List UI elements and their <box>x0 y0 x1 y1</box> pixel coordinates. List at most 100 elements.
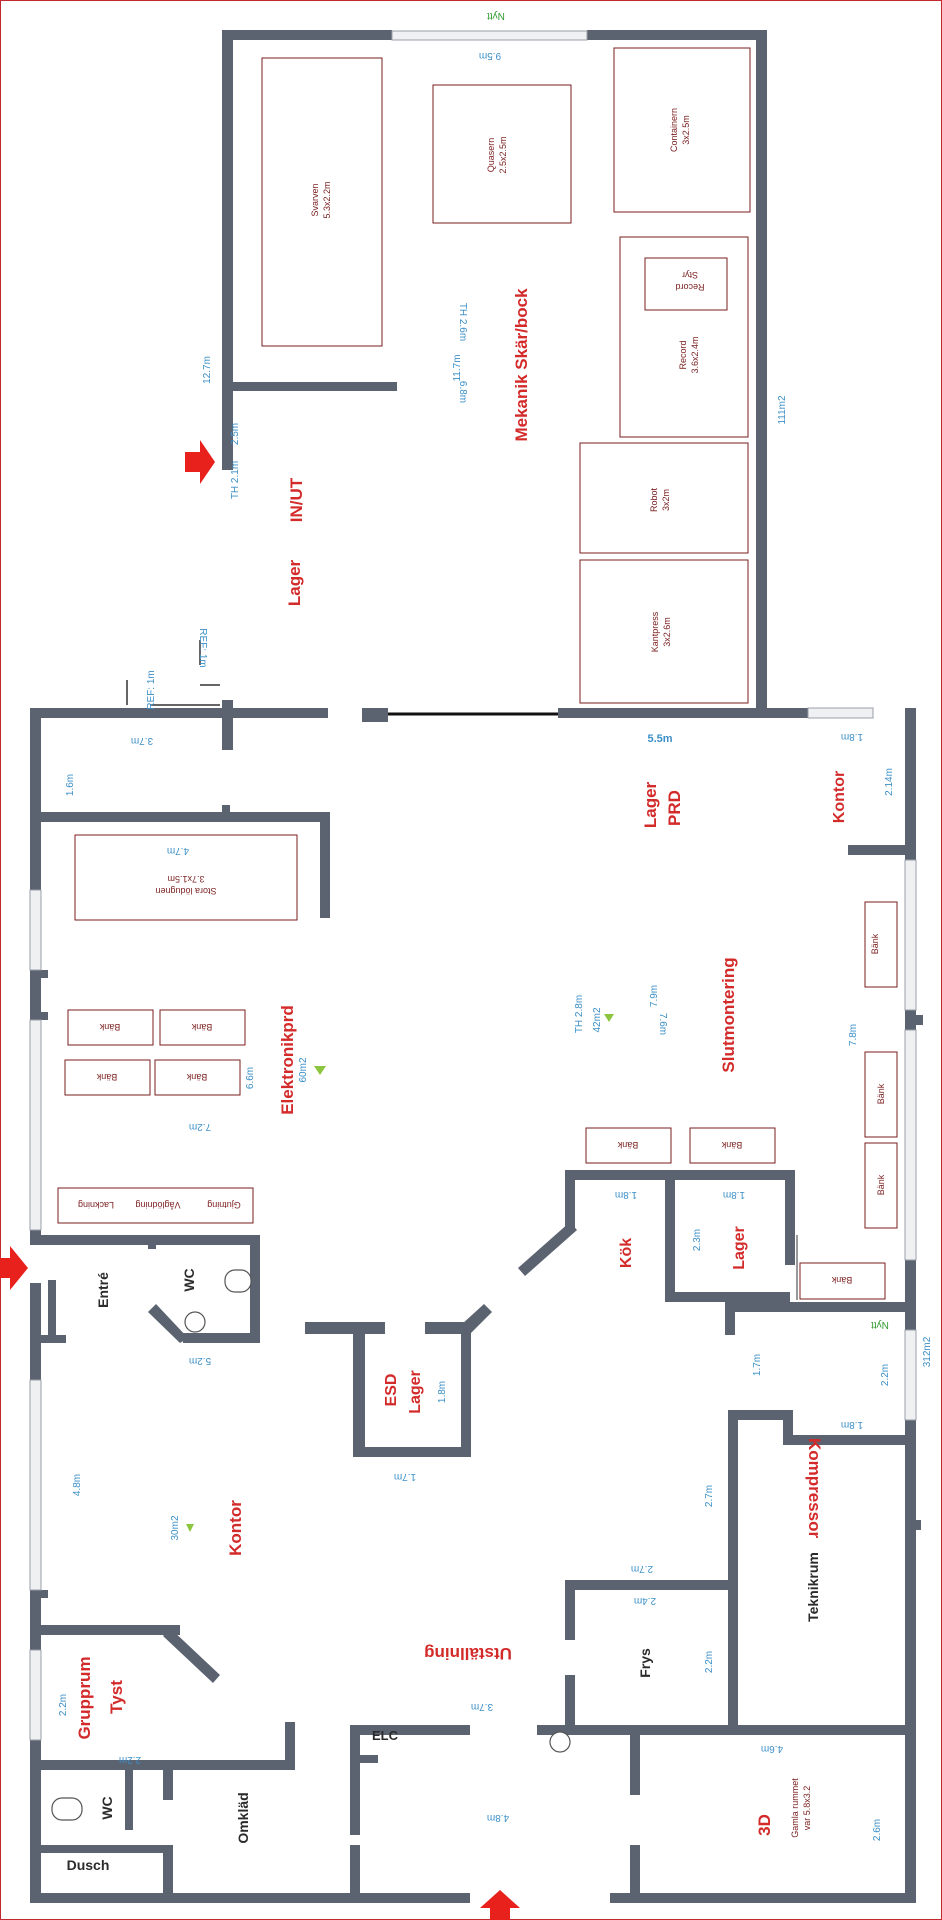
room-label-utstallning: Utställning <box>424 1644 512 1663</box>
bank-label: Bänk <box>876 1083 886 1104</box>
wall <box>148 1235 156 1249</box>
bank-label: Bänk <box>876 1174 886 1195</box>
wall <box>630 1725 640 1745</box>
room-label-in-ut: IN/UT <box>287 477 306 522</box>
room-label-omklad: Omkläd <box>235 1792 251 1843</box>
entrance-gap <box>470 1893 610 1903</box>
wall <box>565 1580 575 1640</box>
wall <box>30 1335 48 1343</box>
room-label-tyst: Tyst <box>107 1680 126 1714</box>
wall <box>125 1760 133 1830</box>
kantpress-label: Kantpress <box>650 611 660 652</box>
wall <box>587 30 767 40</box>
bank-outline <box>67 1009 154 1046</box>
wall <box>905 1520 921 1530</box>
record-label: Record <box>678 340 688 369</box>
room-label-esd-lager: Lager <box>407 1370 424 1414</box>
wall <box>30 708 41 1903</box>
sink-icon <box>184 1311 206 1333</box>
bank-outline <box>799 1262 886 1300</box>
wall <box>222 382 397 391</box>
record-styr-outline <box>644 257 728 311</box>
measure-label: 2.2m <box>704 1651 715 1673</box>
measure-label: 4.8m <box>487 1812 509 1823</box>
measure-label: 2.2m <box>880 1364 891 1386</box>
measure-label: TH 2.8m <box>574 995 585 1033</box>
wall <box>353 1447 471 1457</box>
sliding-door-post <box>362 708 388 722</box>
wall <box>163 1845 173 1903</box>
measure-label: 2.2m <box>58 1694 69 1716</box>
measure-label: 4.7m <box>167 845 189 856</box>
measure-label: 1.8m <box>841 1419 863 1430</box>
wall <box>905 708 916 1903</box>
bank-label: Bänk <box>831 1275 852 1285</box>
note-nytt-mid: Nytt <box>871 1319 889 1330</box>
wall <box>783 1435 905 1445</box>
containern-size: 3x2.5m <box>681 115 691 145</box>
lodugnen-size: 3.7x1.5m <box>167 874 204 884</box>
wall <box>537 1725 913 1735</box>
measure-label: 30m2 <box>170 1515 181 1540</box>
wall <box>353 1322 365 1457</box>
window <box>29 1019 42 1231</box>
measure-label: TH 2.6m <box>457 303 468 341</box>
bank-outline <box>159 1009 246 1046</box>
wall <box>565 1170 575 1230</box>
measure-label: 2.7m <box>631 1563 653 1574</box>
measure-label: 6.6m <box>245 1067 256 1089</box>
room-label-lager-prd-2: PRD <box>665 790 684 826</box>
measure-label: 1.8m <box>723 1189 745 1200</box>
wall <box>48 1335 66 1343</box>
measure-label: 3.7m <box>471 1701 493 1712</box>
bank-label: Bänk <box>870 933 880 954</box>
lackning-label: Lackning <box>78 1200 114 1210</box>
bank-label: Bänk <box>191 1022 212 1032</box>
wall <box>305 1322 385 1334</box>
bank-outline <box>864 901 898 988</box>
wall <box>163 1760 173 1800</box>
window <box>29 1649 42 1741</box>
record-styr-sub: Styr <box>682 270 698 280</box>
wall <box>30 1235 260 1245</box>
room-label-kontor-right: Kontor <box>831 771 848 823</box>
wall <box>905 1015 923 1025</box>
wall <box>360 1755 378 1763</box>
wall <box>558 708 808 718</box>
wall <box>350 1725 360 1835</box>
wall <box>350 1845 360 1903</box>
measure-label: REF: 1m <box>197 628 208 667</box>
wall <box>785 1170 795 1265</box>
lodugnen-label: Stora lödugnen <box>155 886 216 896</box>
measure-label: 1.7m <box>752 1354 763 1376</box>
room-label-lager-small: Lager <box>731 1226 748 1270</box>
measure-label: 2.7m <box>704 1485 715 1507</box>
vagloding-label: Våglödning <box>135 1200 180 1210</box>
note-nytt-top: Nytt <box>487 10 505 21</box>
kantpress-outline <box>579 559 749 704</box>
window <box>904 1029 917 1261</box>
entry-arrow-icon <box>185 440 215 484</box>
wall <box>30 1845 173 1853</box>
measure-label: 4.6m <box>761 1743 783 1754</box>
wall <box>263 708 328 718</box>
window <box>29 1379 42 1591</box>
sink-icon <box>549 1731 571 1753</box>
measure-label: 9.5m <box>479 50 501 61</box>
measure-label: 1.8m <box>841 731 863 742</box>
wall <box>30 1012 48 1020</box>
gamla-rummet-size: var 5.8x3.2 <box>802 1786 812 1831</box>
wall <box>320 812 330 918</box>
area-marker-icon <box>314 1066 326 1075</box>
toilet-icon <box>224 1269 252 1293</box>
wall <box>183 1333 260 1343</box>
measure-label: 111m2 <box>777 395 788 425</box>
room-label-slutmontering: Slutmontering <box>719 957 738 1072</box>
measure-label: 312m2 <box>922 1336 933 1367</box>
measure-label: 7.9m <box>649 985 660 1007</box>
measure-label: TH 2.1m <box>230 461 241 499</box>
notes: Nytt Nytt <box>487 10 889 1330</box>
equipment-labels: Svarven 5.3x2.2m Quasern 2.5x2.5m Contai… <box>78 108 886 1838</box>
wall <box>675 1292 790 1302</box>
room-label-teknikrum: Teknikrum <box>805 1552 821 1622</box>
